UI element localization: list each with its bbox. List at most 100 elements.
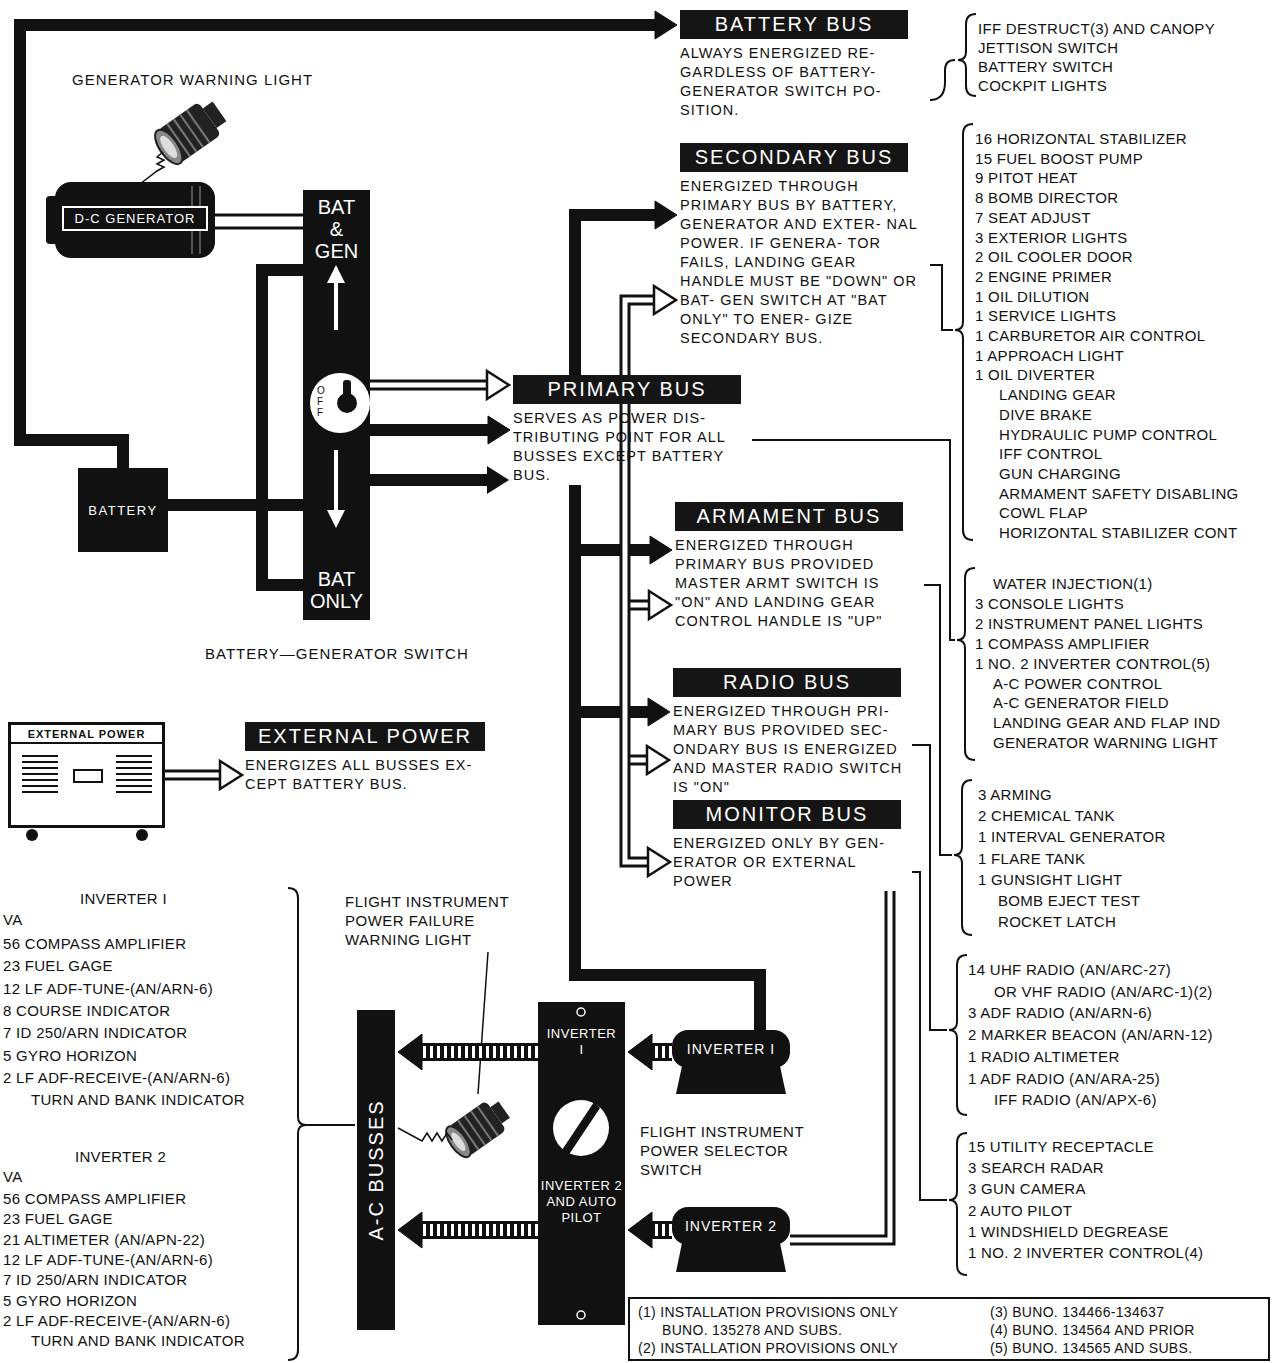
load-item: DIVE BRAKE (999, 405, 1092, 424)
bus-connector (398, 1212, 538, 1248)
list-heading: INVERTER 2 (75, 1147, 166, 1166)
bracket (955, 124, 973, 540)
load-item: 3 ADF RADIO (AN/ARN-6) (968, 1003, 1152, 1022)
bus-heading: ARMAMENT BUS (675, 502, 903, 531)
inverter-base (676, 1066, 786, 1094)
switch-position: OFF (317, 385, 323, 418)
load-item: 3 CONSOLE LIGHTS (975, 594, 1124, 613)
load-item: 2 LF ADF-RECEIVE-(AN/ARN-6) (3, 1068, 230, 1087)
list-heading: INVERTER I (80, 889, 167, 908)
unit-label: VA (3, 1167, 23, 1186)
unit-label: VA (3, 910, 23, 929)
leader-line (306, 60, 955, 1200)
battery-generator-switch-panel (303, 190, 370, 620)
battery-generator-switch-panel (327, 265, 345, 283)
node-text: (1) INSTALLATION PROVISIONS ONLY BUNO. 1… (638, 1303, 908, 1339)
hollow-feed-arrow (370, 371, 509, 399)
hollow-feed-arrow (370, 380, 488, 391)
load-item: 1 SERVICE LIGHTS (975, 306, 1116, 325)
battery-generator-switch-panel (310, 373, 370, 433)
node-text: A-C BUSSES (365, 1099, 388, 1240)
load-item: ARMAMENT SAFETY DISABLING (999, 484, 1239, 503)
load-item: 5 GYRO HORIZON (3, 1046, 137, 1065)
hollow-feed-arrow (625, 286, 676, 774)
leader-line (306, 1124, 355, 1126)
bus-box: ARMAMENT BUSENERGIZED THROUGH PRIMARY BU… (675, 502, 920, 631)
load-item: A-C POWER CONTROL (993, 674, 1162, 693)
bracket (288, 888, 306, 1360)
load-item: 15 FUEL BOOST PUMP (975, 149, 1143, 168)
load-item: 1 WINDSHIELD DEGREASE (968, 1222, 1169, 1241)
connector-line (208, 214, 303, 217)
bracket (288, 14, 976, 1360)
load-item: ROCKET LATCH (998, 912, 1116, 931)
leader-line (924, 585, 952, 855)
warning-light-wire (140, 152, 164, 184)
arrow-head (650, 536, 672, 564)
hollow-feed-arrow (370, 383, 489, 388)
power-failure-warning-light (458, 1106, 498, 1149)
battery-generator-switch-panel (303, 190, 370, 620)
warning-light-wire (398, 1128, 452, 1141)
bus-box: SECONDARY BUSENERGIZED THROUGH PRIMARY B… (680, 143, 925, 348)
load-item: 1 OIL DIVERTER (975, 365, 1095, 384)
load-item: TURN AND BANK INDICATOR (31, 1331, 245, 1350)
connector-line (625, 485, 648, 862)
load-item: 7 ID 250/ARN INDICATOR (3, 1023, 187, 1042)
battery-box: BATTERY (78, 468, 168, 552)
caption-label: GENERATOR WARNING LIGHT (72, 70, 313, 89)
selector-switch-panel (562, 1102, 600, 1156)
bus-connector (168, 505, 303, 506)
bus-heading: RADIO BUS (673, 668, 901, 697)
load-item: 12 LF ADF-TUNE-(AN/ARN-6) (3, 1250, 213, 1269)
bus-box: RADIO BUSENERGIZED THROUGH PRI- MARY BUS… (673, 668, 908, 797)
battery-generator-switch-panel (327, 510, 345, 528)
bus-connector (625, 485, 670, 876)
load-item: 7 SEAT ADJUST (975, 208, 1091, 227)
thick-feed-arrow (487, 466, 509, 494)
node-text: INVERTER 2 AND AUTO PILOT (540, 1178, 623, 1226)
load-item: 1 RADIO ALTIMETER (968, 1047, 1120, 1066)
selector-switch-panel (553, 1100, 609, 1156)
load-item: 2 AUTO PILOT (968, 1201, 1072, 1220)
load-item: 21 ALTIMETER (AN/APN-22) (3, 1230, 205, 1249)
bus-heading: MONITOR BUS (673, 800, 901, 829)
leader-line (930, 265, 953, 330)
node-text: BATTERY (88, 503, 157, 518)
load-item: GUN CHARGING (999, 464, 1121, 483)
load-item: IFF RADIO (AN/APX-6) (994, 1090, 1157, 1109)
load-item: WATER INJECTION(1) (993, 574, 1153, 593)
load-item: 3 EXTERIOR LIGHTS (975, 228, 1128, 247)
arrow-head (398, 1034, 422, 1070)
load-item: HYDRAULIC PUMP CONTROL (999, 425, 1217, 444)
connector-line (575, 485, 648, 712)
load-item: 8 BOMB DIRECTOR (975, 188, 1118, 207)
power-failure-warning-light (490, 1101, 510, 1123)
load-item: A-C GENERATOR FIELD (993, 693, 1169, 712)
arrow-head (648, 698, 670, 726)
load-item: HORIZONTAL STABILIZER CONT (999, 523, 1237, 542)
load-item: 3 ARMING (978, 785, 1052, 804)
node-text: INVERTER I (676, 1041, 786, 1057)
load-item: 16 HORIZONTAL STABILIZER (975, 129, 1187, 148)
load-item: BATTERY SWITCH (978, 57, 1113, 76)
load-item: 56 COMPASS AMPLIFIER (3, 1189, 186, 1208)
hollow-feed-arrow (654, 286, 676, 314)
connector-inner (422, 1046, 538, 1058)
bus-heading: BATTERY BUS (680, 10, 908, 39)
footnote-box: (1) INSTALLATION PROVISIONS ONLY BUNO. 1… (628, 1297, 1270, 1361)
external-power-cart (26, 829, 38, 841)
inverter-base (676, 1243, 786, 1272)
leader-line (930, 60, 955, 100)
connector-line (370, 424, 488, 436)
load-item: 23 FUEL GAGE (3, 956, 113, 975)
connector-line (168, 499, 303, 511)
arrow-head (488, 416, 510, 444)
bus-heading: EXTERNAL POWER (245, 722, 485, 751)
load-item: 23 FUEL GAGE (3, 1209, 113, 1228)
arrow-head (398, 1212, 422, 1248)
node-text: BAT ONLY (310, 568, 363, 612)
leader-line (912, 872, 947, 1200)
load-item: 14 UHF RADIO (AN/ARC-27) (968, 960, 1171, 979)
generator-warning-light (150, 95, 231, 168)
